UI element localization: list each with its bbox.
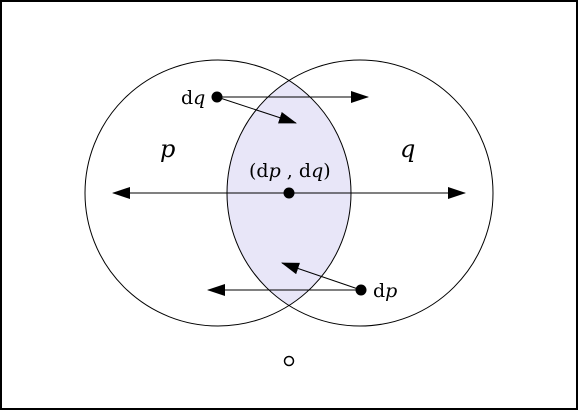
dp-arrow-diagonal	[281, 262, 362, 291]
dp-point	[355, 284, 367, 296]
dp-label: dp	[373, 280, 397, 302]
set-q-label: q	[400, 135, 415, 163]
origin-marker	[283, 355, 295, 367]
dq-label: dq	[181, 87, 205, 109]
intersection-lens	[227, 60, 351, 326]
center-point	[283, 187, 295, 199]
dq-point	[211, 91, 223, 103]
dq-arrow-diagonal	[216, 96, 297, 124]
set-p-label: p	[160, 135, 175, 163]
center-label: (dp , dq)	[249, 160, 331, 182]
